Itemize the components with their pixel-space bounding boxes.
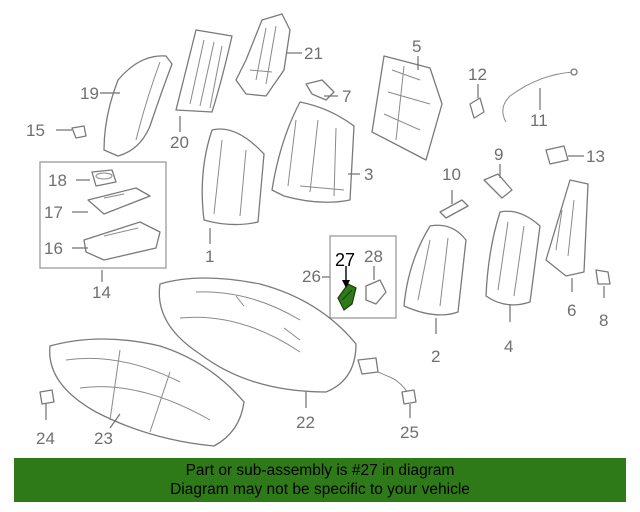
part-1-seatback-cover	[201, 128, 265, 226]
callout-13: 13	[586, 147, 605, 166]
group-box-26	[329, 235, 397, 319]
part-4-side-pad	[485, 210, 541, 306]
part-22-seat-cushion	[158, 277, 357, 393]
banner-line-2: Diagram may not be specific to your vehi…	[170, 481, 470, 498]
callout-12: 12	[468, 65, 487, 84]
part-12-clip	[469, 97, 485, 119]
callout-1: 1	[205, 247, 214, 266]
callout-8: 8	[599, 311, 608, 330]
part-21-bracket	[235, 13, 291, 97]
callout-9: 9	[494, 145, 503, 164]
part-5-seatback-frame	[371, 55, 443, 161]
callout-18: 18	[48, 171, 67, 190]
callout-28: 28	[364, 247, 383, 266]
part-24-clip	[39, 389, 55, 405]
part-19-bolster	[103, 55, 173, 157]
part-13-cover	[545, 145, 569, 165]
part-17-armrest-lid	[87, 187, 151, 215]
callout-10: 10	[442, 165, 461, 184]
part-3-seatback-pad	[271, 101, 355, 203]
part-15-clip	[71, 125, 87, 139]
part-23-cushion-frame	[49, 338, 245, 447]
part-28-trim	[365, 279, 387, 305]
callout-14: 14	[92, 283, 111, 302]
part-10-latch	[439, 199, 469, 219]
part-7-hinge	[305, 79, 335, 101]
callout-25: 25	[400, 423, 419, 442]
callout-20: 20	[170, 133, 189, 152]
callout-17: 17	[44, 203, 63, 222]
callout-23: 23	[94, 429, 113, 448]
part-18-cupholder	[91, 169, 117, 187]
callout-16: 16	[44, 239, 63, 258]
part-25-harness	[357, 357, 417, 405]
callout-24: 24	[36, 429, 55, 448]
callout-15: 15	[26, 121, 45, 140]
callout-26: 26	[302, 267, 321, 286]
callout-11: 11	[530, 111, 548, 130]
callout-21: 21	[304, 44, 323, 63]
part-9-bracket	[483, 173, 513, 199]
callout-2: 2	[431, 347, 440, 366]
part-27-highlighted	[337, 283, 357, 311]
callout-22: 22	[296, 413, 315, 432]
callout-5: 5	[412, 37, 421, 56]
part-6-side-frame	[545, 179, 589, 277]
callout-4: 4	[504, 337, 513, 356]
group-box-14	[39, 161, 167, 269]
callout-7: 7	[342, 87, 351, 106]
banner-line-1: Part or sub-assembly is #27 in diagram	[185, 462, 455, 479]
part-8-bolt	[595, 269, 611, 285]
part-20-bolster-frame	[175, 29, 233, 113]
info-banner: Part or sub-assembly is #27 in diagram D…	[14, 458, 626, 502]
part-16-armrest	[83, 221, 161, 261]
part-2-side-cover	[403, 224, 467, 316]
callout-19: 19	[80, 84, 99, 103]
part-11-cable	[502, 68, 578, 123]
callout-27-highlighted: 27	[335, 250, 355, 270]
callout-3: 3	[364, 165, 373, 184]
callout-6: 6	[567, 301, 576, 320]
